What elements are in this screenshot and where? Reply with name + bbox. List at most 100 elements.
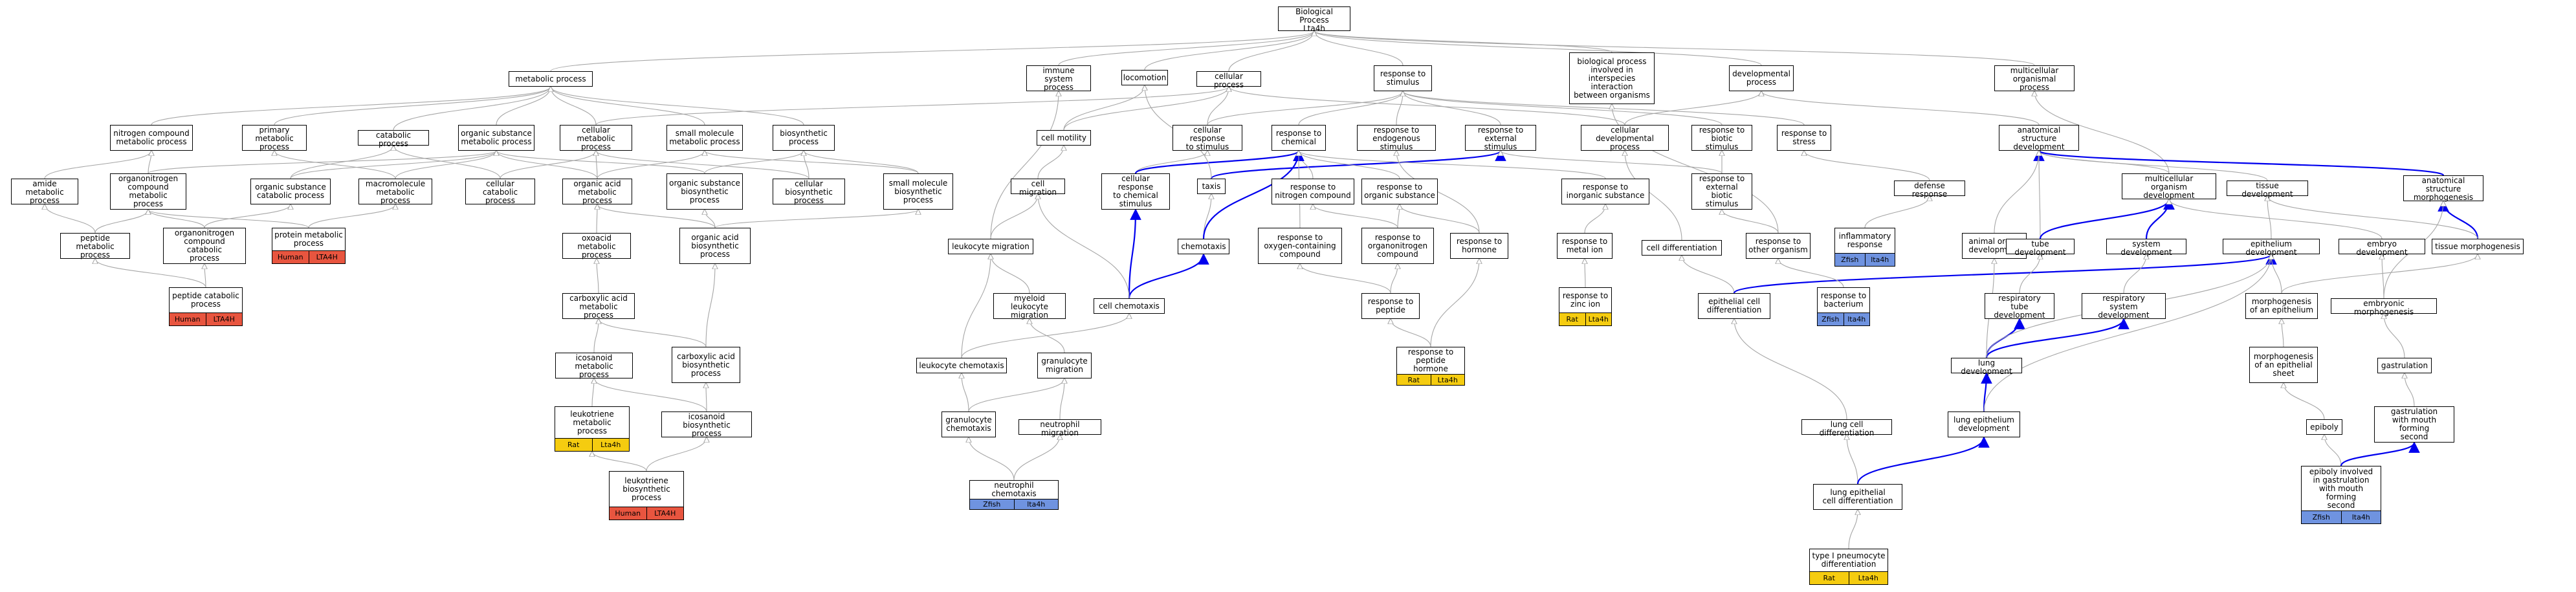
go-term-developmental[interactable]: developmental process xyxy=(1729,65,1794,91)
go-term-organonitrogen-met[interactable]: organonitrogen compound metabolic proces… xyxy=(110,173,186,210)
go-term-cell-chemotaxis[interactable]: cell chemotaxis xyxy=(1094,298,1165,314)
go-term-neutrophil-mig[interactable]: neutrophil migration xyxy=(1018,419,1101,437)
go-term-anat-morph[interactable]: anatomical structure morphogenesis xyxy=(2403,175,2483,202)
go-term-tissue-dev[interactable]: tissue development xyxy=(2227,181,2308,199)
go-term-cellular-met[interactable]: cellular metabolic process xyxy=(560,125,632,151)
go-term-resp-chemical[interactable]: response to chemical xyxy=(1271,125,1326,151)
go-term-cell-resp-stim[interactable]: cellular response to stimulus xyxy=(1172,125,1242,151)
go-term-resp-biotic[interactable]: response to biotic stimulus xyxy=(1691,125,1752,151)
go-term-lung-epith-dev[interactable]: lung epithelium development xyxy=(1948,411,2020,437)
is-a-edge xyxy=(148,210,309,228)
go-term-animal-organ-dev[interactable]: animal organ development xyxy=(1962,233,2027,259)
go-term-leukocyte-mig[interactable]: leukocyte migration xyxy=(948,239,1033,254)
go-term-cell-motility[interactable]: cell motility xyxy=(1037,130,1091,146)
go-term-resp-ext-biotic[interactable]: response to external biotic stimulus xyxy=(1691,173,1752,210)
go-term-taxis[interactable]: taxis xyxy=(1197,179,1226,194)
go-term-oxoacid-met[interactable]: oxoacid metabolic process xyxy=(562,233,631,259)
go-term-small-mol-biosyn[interactable]: small molecule biosynthetic process xyxy=(883,173,953,210)
go-term-gastrulation[interactable]: gastrulation xyxy=(2377,358,2432,373)
go-term-organic-acid-biosyn[interactable]: organic acid biosynthetic process xyxy=(679,228,751,264)
go-term-embryo-dev[interactable]: embryo development xyxy=(2339,239,2425,257)
go-term-anat-struct-dev[interactable]: anatomical structure development xyxy=(1999,125,2079,151)
go-term-cell-dev-proc[interactable]: cellular developmental process xyxy=(1581,125,1669,151)
go-term-icosanoid-biosyn[interactable]: icosanoid biosynthetic process xyxy=(661,411,752,438)
go-term-resp-org-subst[interactable]: response to organic substance xyxy=(1361,179,1438,204)
go-term-lung-epith-cell-diff[interactable]: lung epithelial cell differentiation xyxy=(1813,484,1902,510)
go-term-metabolic[interactable]: metabolic process xyxy=(509,71,593,87)
go-term-morph-epith-sheet[interactable]: morphogenesis of an epithelial sheet xyxy=(2249,347,2318,383)
go-term-resp-peptide[interactable]: response to peptide xyxy=(1361,293,1420,319)
go-term-system-dev[interactable]: system development xyxy=(2106,239,2186,257)
go-term-myeloid-mig[interactable]: myeloid leukocyte migration xyxy=(993,293,1066,320)
go-term-bp[interactable]: Biological Process Lta4h xyxy=(1278,6,1350,33)
go-term-cell-migration[interactable]: cell migration xyxy=(1011,179,1065,197)
go-term-interspecies[interactable]: biological process involved in interspec… xyxy=(1569,52,1655,104)
go-term-resp-sys-dev[interactable]: respiratory system development xyxy=(2082,293,2166,320)
go-term-carboxylic-met[interactable]: carboxylic acid metabolic process xyxy=(562,293,635,320)
go-term-small-mol-met[interactable]: small molecule metabolic process xyxy=(666,125,743,151)
go-term-gastrulation-mouth[interactable]: gastrulation with mouth forming second xyxy=(2374,406,2454,443)
go-term-organic-acid-met[interactable]: organic acid metabolic process xyxy=(562,179,632,205)
go-term-resp-stim[interactable]: response to stimulus xyxy=(1374,65,1432,91)
go-term-resp-metal-ion[interactable]: response to metal ion xyxy=(1557,233,1613,259)
go-term-granulocyte-chemo[interactable]: granulocyte chemotaxis xyxy=(941,411,996,437)
go-term-resp-stress[interactable]: response to stress xyxy=(1777,125,1831,151)
go-term-resp-ext-stim[interactable]: response to external stimulus xyxy=(1465,125,1536,151)
go-term-icosanoid-met[interactable]: icosanoid metabolic process xyxy=(555,353,633,379)
go-term-resp-other-org[interactable]: response to other organism xyxy=(1746,233,1811,259)
go-term-peptide-met[interactable]: peptide metabolic process xyxy=(60,233,130,259)
go-term-multicell-org[interactable]: multicellular organismal process xyxy=(1994,65,2075,92)
go-term-org-subst-met[interactable]: organic substance metabolic process xyxy=(458,125,534,151)
go-term-lung-dev[interactable]: lung development xyxy=(1951,358,2022,376)
go-term-resp-endog[interactable]: response to endogenous stimulus xyxy=(1357,125,1436,151)
go-term-granulocyte-mig[interactable]: granulocyte migration xyxy=(1037,353,1092,378)
go-term-biosynthetic[interactable]: biosynthetic process xyxy=(773,125,835,151)
go-term-catabolic[interactable]: catabolic process xyxy=(358,130,429,148)
go-term-resp-tube-dev[interactable]: respiratory tube development xyxy=(1985,293,2054,320)
go-term-multicell-dev[interactable]: multicellular organism development xyxy=(2122,173,2216,200)
go-term-immune[interactable]: immune system process xyxy=(1026,65,1091,92)
go-term-leukocyte-chemo[interactable]: leukocyte chemotaxis xyxy=(916,358,1007,373)
go-term-chemotaxis[interactable]: chemotaxis xyxy=(1178,239,1229,254)
go-term-epiboly-gastrulation[interactable]: epiboly involved in gastrulation with mo… xyxy=(2301,466,2381,524)
go-term-lung-cell-diff[interactable]: lung cell differentiation xyxy=(1801,419,1892,437)
go-term-primary-met[interactable]: primary metabolic process xyxy=(242,125,307,151)
go-term-tube-dev[interactable]: tube development xyxy=(2006,239,2075,257)
go-term-locomotion[interactable]: locomotion xyxy=(1121,70,1168,85)
go-term-epith-cell-diff[interactable]: epithelial cell differentiation xyxy=(1698,293,1770,319)
go-term-resp-nitrogen[interactable]: response to nitrogen compound xyxy=(1271,179,1354,204)
go-term-label: neutrophil chemotaxis xyxy=(991,481,1037,498)
go-term-cell-diff[interactable]: cell differentiation xyxy=(1642,240,1722,256)
go-term-morph-epith[interactable]: morphogenesis of an epithelium xyxy=(2245,293,2318,319)
go-term-defense[interactable]: defense response xyxy=(1894,181,1965,199)
go-term-org-subst-biosyn[interactable]: organic substance biosynthetic process xyxy=(666,173,743,210)
go-term-cellular-catab[interactable]: cellular catabolic process xyxy=(465,179,535,205)
go-term-resp-oxygen[interactable]: response to oxygen-containing compound xyxy=(1258,228,1342,264)
go-term-cellular[interactable]: cellular process xyxy=(1196,71,1261,89)
go-term-embryonic-morph[interactable]: embryonic morphogenesis xyxy=(2331,298,2437,316)
go-term-resp-hormone[interactable]: response to hormone xyxy=(1450,233,1508,259)
go-term-epiboly[interactable]: epiboly xyxy=(2306,419,2342,435)
go-term-tissue-morph[interactable]: tissue morphogenesis xyxy=(2432,239,2524,254)
go-term-carboxylic-biosyn[interactable]: carboxylic acid biosynthetic process xyxy=(672,347,740,383)
go-term-cell-biosyn[interactable]: cellular biosynthetic process xyxy=(773,179,845,205)
go-term-amide-met[interactable]: amide metabolic process xyxy=(11,179,78,205)
go-term-resp-inorganic[interactable]: response to inorganic substance xyxy=(1561,179,1649,204)
go-term-cell-resp-chem[interactable]: cellular response to chemical stimulus xyxy=(1101,173,1170,210)
go-term-nitrogen-cmpd[interactable]: nitrogen compound metabolic process xyxy=(110,125,193,151)
go-term-org-subst-catab[interactable]: organic substance catabolic process xyxy=(250,179,331,204)
go-term-organonitrogen-catab[interactable]: organonitrogen compound catabolic proces… xyxy=(163,228,246,264)
go-term-resp-organonitrogen[interactable]: response to organonitrogen compound xyxy=(1361,228,1434,264)
go-term-epithelium-dev[interactable]: epithelium development xyxy=(2223,239,2320,257)
go-term-macromolecule-met[interactable]: macromolecule metabolic process xyxy=(358,179,432,205)
